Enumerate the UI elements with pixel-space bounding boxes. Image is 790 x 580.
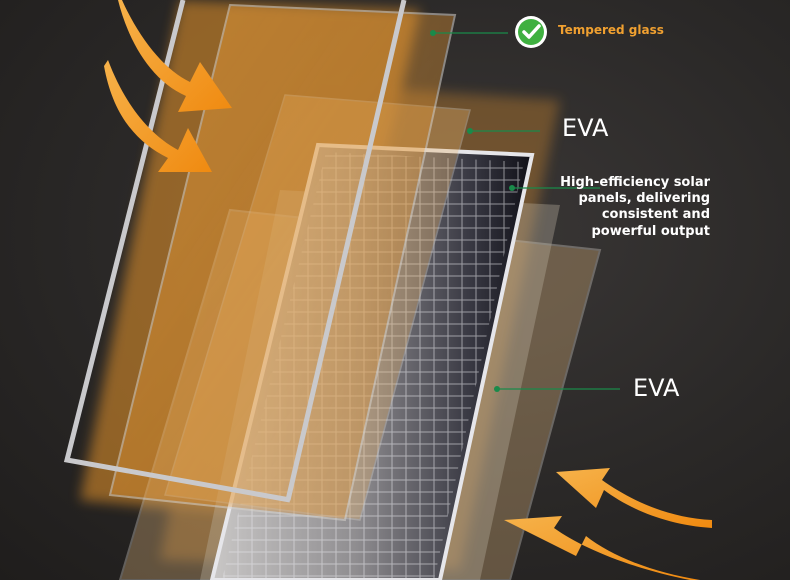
check-circle-icon [515,16,547,48]
curved-arrow-icon-bottom [504,468,712,580]
tempered-glass-layer [108,3,457,522]
solar-cell-description: High-efficiency solar panels, delivering… [560,175,710,239]
leader-dots [430,30,515,392]
tempered-glass-label: Tempered glass [558,23,664,37]
curved-arrow-icon [104,0,232,172]
eva-bottom-label: EVA [633,374,680,402]
panel-frame [63,0,407,503]
eva-top-label: EVA [562,114,609,142]
leader-lines [433,32,620,390]
